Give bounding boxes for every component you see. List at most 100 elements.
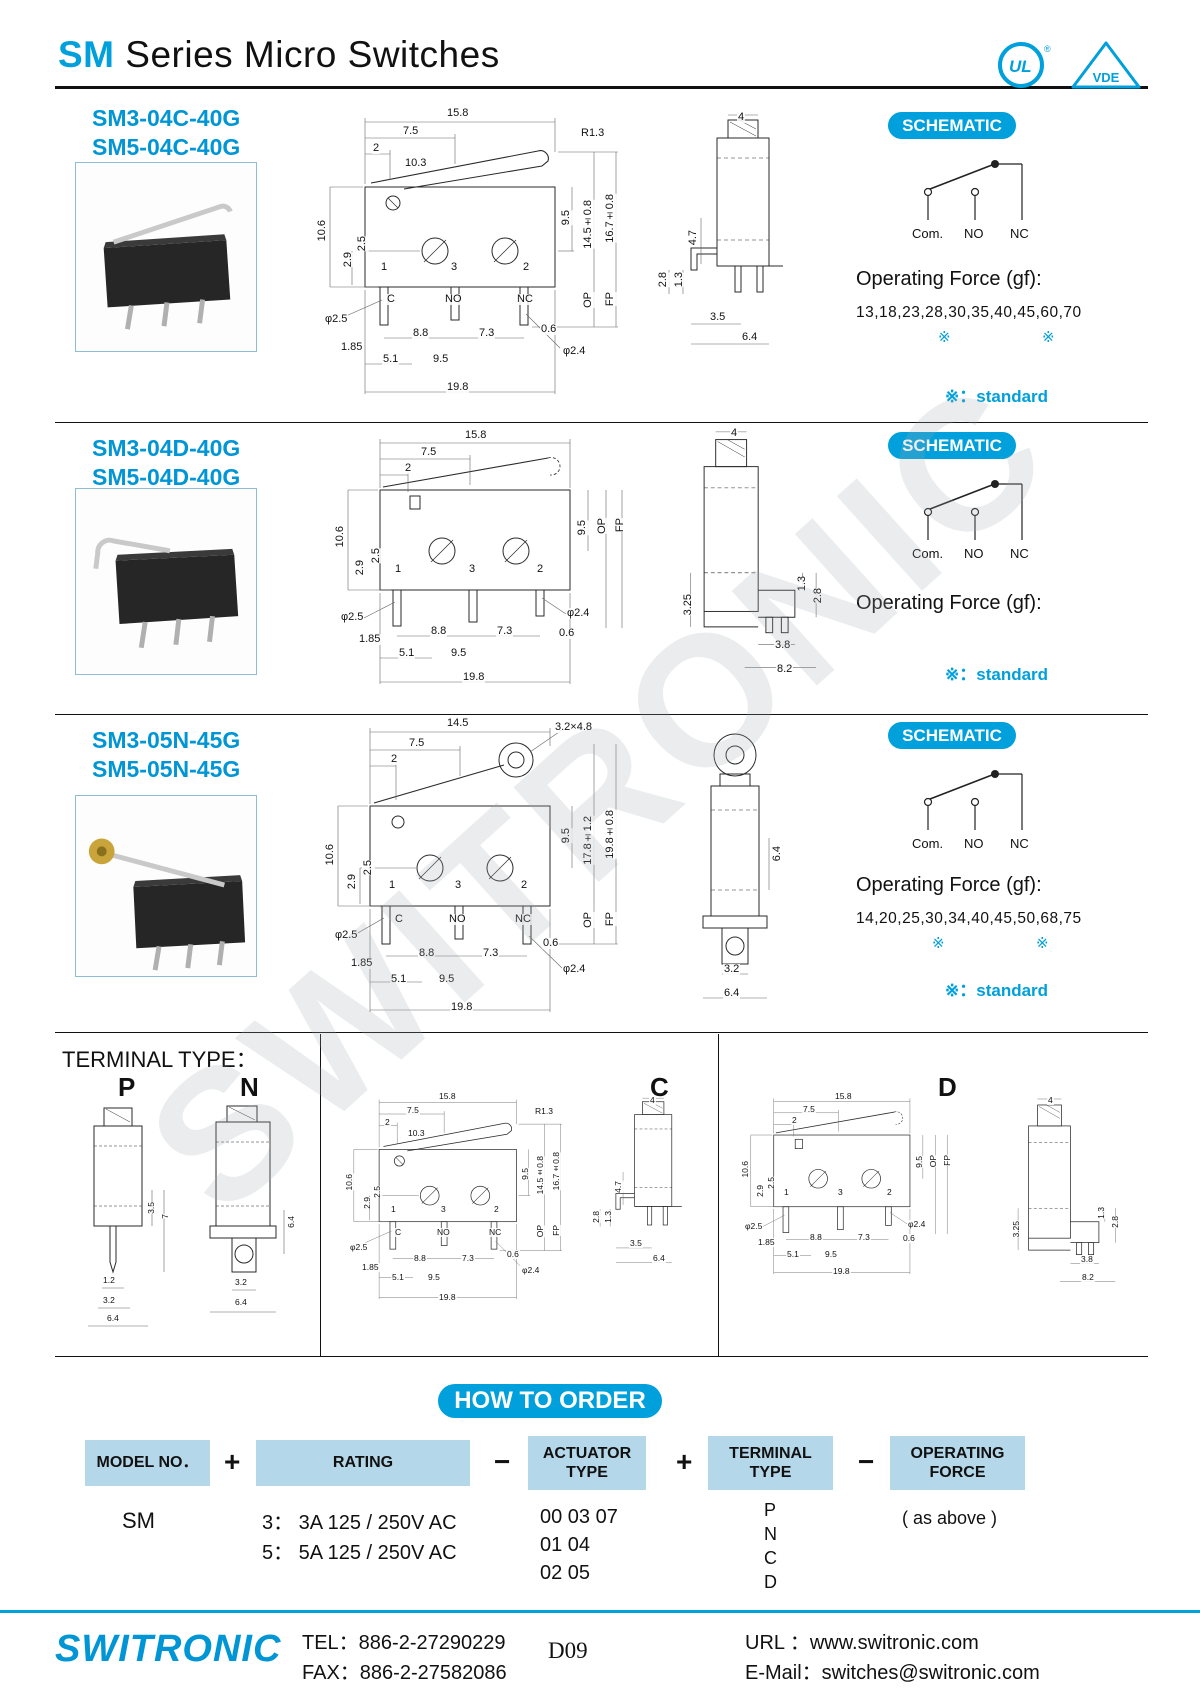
schematic-no-label: NO bbox=[964, 836, 984, 851]
dimension-label: 5.1 bbox=[391, 1272, 405, 1282]
page-title-accent: SM bbox=[58, 34, 115, 75]
dimension-label: 7.5 bbox=[408, 737, 426, 749]
terminal-divider-2 bbox=[718, 1034, 719, 1356]
order-minus-2: − bbox=[858, 1446, 875, 1477]
section1-models: SM3-04C-40G SM5-04C-40G bbox=[92, 104, 240, 162]
order-plus-2: + bbox=[676, 1446, 693, 1477]
dimension-label: 15.8 bbox=[438, 1091, 457, 1101]
dimension-label: 7 bbox=[160, 1214, 171, 1219]
dimension-label: 19.8 bbox=[438, 1292, 457, 1302]
dimension-label: 6.4 bbox=[771, 846, 784, 862]
dimension-label: 6.4 bbox=[286, 1216, 297, 1228]
dimension-label: 9.5 bbox=[560, 210, 573, 226]
dimension-label: 2.8 bbox=[812, 588, 825, 604]
dimension-label: OP bbox=[596, 518, 609, 534]
section1-standard-mark-2: ※ bbox=[1042, 329, 1055, 346]
dimension-label: φ2.5 bbox=[349, 1242, 369, 1252]
dimension-label: 2.9 bbox=[362, 1197, 373, 1209]
dimension-label: 2 bbox=[493, 1204, 500, 1214]
dimension-label: φ2.5 bbox=[744, 1221, 764, 1231]
dimension-label: 7.3 bbox=[482, 947, 500, 959]
schematic-nc-label: NC bbox=[1010, 836, 1029, 851]
section1-schematic-diagram: Com. NO NC bbox=[900, 150, 1070, 250]
schematic-com-label: Com. bbox=[912, 836, 944, 851]
page-number: D09 bbox=[548, 1638, 588, 1663]
section3-standard-mark-2: ※ bbox=[1036, 935, 1049, 952]
order-actuator-line-2: 01 04 bbox=[540, 1534, 591, 1556]
section1-side-view-outline bbox=[668, 114, 784, 345]
dimension-label: 1.85 bbox=[350, 957, 374, 969]
section1-photo-image bbox=[76, 163, 254, 349]
dimension-label: 0.6 bbox=[506, 1249, 520, 1259]
dimension-label: 10.3 bbox=[407, 1128, 426, 1138]
dimension-label: 1.85 bbox=[361, 1262, 380, 1272]
section3-models: SM3-05N-45G SM5-05N-45G bbox=[92, 726, 240, 784]
order-terminal-value-p: P bbox=[764, 1500, 777, 1520]
dimension-label: NO bbox=[436, 1227, 451, 1237]
dimension-label: 1 bbox=[388, 879, 397, 891]
section2-product-photo bbox=[75, 488, 257, 675]
section3-schematic-badge: SCHEMATIC bbox=[888, 722, 1016, 749]
dimension-label: FP bbox=[604, 292, 617, 307]
dimension-label: NC bbox=[488, 1227, 503, 1237]
schematic-com-label: Com. bbox=[912, 226, 944, 241]
section3-schematic-diagram: Com. NO NC bbox=[900, 760, 1070, 860]
footer-url[interactable]: URL ：www.switronic.com bbox=[745, 1632, 979, 1654]
section-divider-4 bbox=[55, 1356, 1148, 1357]
header-rule bbox=[55, 86, 1148, 89]
dimension-label: 9.5 bbox=[520, 1168, 531, 1180]
terminal-type-n-heading: N bbox=[240, 1072, 259, 1102]
dimension-label: 4 bbox=[730, 427, 739, 439]
dimension-label: 10.3 bbox=[404, 157, 428, 169]
section2-operating-force-label: Operating Force (gf): bbox=[856, 592, 1042, 614]
dimension-label: 3.2 bbox=[102, 1295, 116, 1305]
dimension-label: 8.2 bbox=[776, 663, 794, 675]
order-terminal-value-c: C bbox=[764, 1548, 777, 1568]
order-actuator-line-3: 02 05 bbox=[540, 1562, 591, 1584]
section3-operating-force-label: Operating Force (gf): bbox=[856, 874, 1042, 896]
dimension-label: 8.8 bbox=[413, 1253, 427, 1263]
section1-model-2: SM5-04C-40G bbox=[92, 133, 241, 160]
ul-logo-text: UL bbox=[1009, 57, 1032, 76]
order-minus-1: − bbox=[494, 1446, 511, 1477]
section1-standard-mark-1: ※ bbox=[938, 329, 951, 346]
order-box-operating-force: OPERATING FORCE bbox=[890, 1436, 1025, 1490]
footer-rule bbox=[0, 1610, 1200, 1613]
footer-tel: TEL：886-2-27290229 bbox=[302, 1632, 506, 1654]
footer-email[interactable]: E-Mail：switches@switronic.com bbox=[745, 1662, 1040, 1684]
section3-model-1: SM3-05N-45G bbox=[92, 727, 241, 753]
section-divider-3 bbox=[55, 1032, 1148, 1033]
dimension-label: C bbox=[386, 293, 396, 305]
dimension-label: 2 bbox=[404, 462, 413, 474]
dimension-label: 9.5 bbox=[914, 1156, 925, 1168]
dimension-label: 7.3 bbox=[857, 1232, 871, 1242]
dimension-label: 7.5 bbox=[402, 125, 420, 137]
dimension-label: 5.1 bbox=[390, 973, 408, 985]
dimension-label: 6.4 bbox=[234, 1297, 248, 1307]
order-box-rating: RATING bbox=[256, 1440, 470, 1486]
section-divider-2 bbox=[55, 714, 1148, 715]
dimension-label: C bbox=[394, 913, 404, 925]
section1-operating-force-values: 13,18,23,28,30,35,40,45,60,70 bbox=[856, 304, 1082, 321]
ul-registered-mark: ® bbox=[1044, 44, 1051, 54]
section1-model-1: SM3-04C-40G bbox=[92, 105, 241, 131]
dimension-label: FP bbox=[614, 518, 627, 533]
vde-logo-icon: VDE bbox=[1071, 41, 1141, 89]
dimension-label: 2 bbox=[384, 1117, 391, 1127]
dimension-label: 2 bbox=[791, 1115, 798, 1125]
dimension-label: 4.7 bbox=[687, 230, 700, 246]
dimension-label: 14.5 bbox=[446, 717, 470, 729]
dimension-label: φ2.4 bbox=[907, 1219, 927, 1229]
section2-standard-note: ※：standard bbox=[945, 665, 1049, 684]
dimension-label: NC bbox=[516, 293, 534, 305]
section2-schematic-diagram: Com. NO NC bbox=[900, 470, 1070, 570]
dimension-label: OP bbox=[582, 912, 595, 928]
section2-model-2: SM5-04D-40G bbox=[92, 463, 241, 490]
dimension-label: 1 bbox=[380, 261, 389, 273]
schematic-nc-label: NC bbox=[1010, 546, 1029, 561]
